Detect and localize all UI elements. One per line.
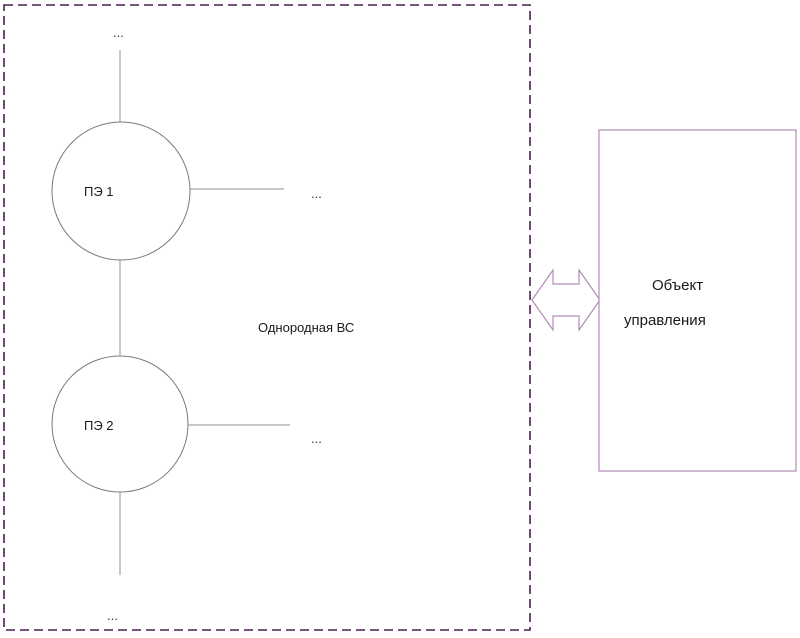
control-object-label-line1: Объект (652, 277, 703, 294)
top-ellipsis: ... (113, 25, 124, 40)
system-label: Однородная ВС (258, 320, 354, 335)
homogeneous-system-boundary (3, 4, 531, 631)
pe2-label: ПЭ 2 (84, 418, 114, 433)
control-object-label-line2: управления (624, 312, 706, 329)
bottom-ellipsis: ... (107, 608, 118, 623)
bidirectional-arrow-icon (531, 268, 601, 332)
pe2-right-ellipsis: ... (311, 431, 322, 446)
control-object-box (598, 129, 797, 472)
pe1-right-ellipsis: ... (311, 186, 322, 201)
pe1-node (51, 121, 191, 261)
pe2-node (51, 355, 189, 493)
pe1-label: ПЭ 1 (84, 184, 114, 199)
